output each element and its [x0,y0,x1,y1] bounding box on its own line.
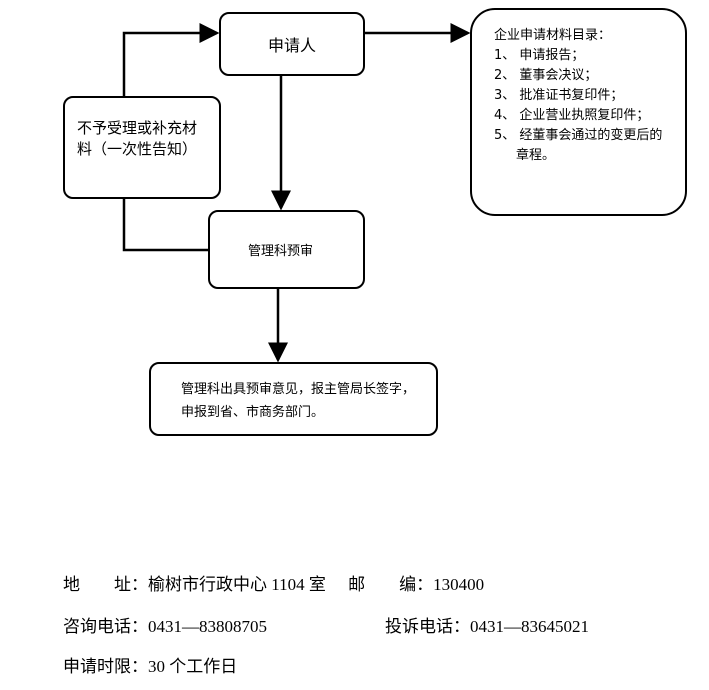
consult-value: 0431—83808705 [148,617,267,636]
materials-title: 企业申请材料目录： [494,28,612,43]
address-row: 地 址：榆树市行政中心 1104 室 邮 编：130400 [63,570,484,595]
materials-item: 1、 申请报告； [494,48,585,63]
consult-row: 咨询电话：0431—83808705 [63,612,267,637]
materials-item: 4、 企业营业执照复印件； [494,108,650,123]
complaint-value: 0431—83645021 [470,617,589,636]
postcode-value: 130400 [433,575,485,594]
complaint-row: 投诉电话：0431—83645021 [385,612,589,637]
materials-item: 5、 经董事会通过的变更后的章程。 [494,128,663,163]
consult-label: 咨询电话： [63,617,148,636]
materials-item: 3、 批准证书复印件； [494,88,624,103]
applicant-label: 申请人 [267,36,316,55]
limit-value: 30 个工作日 [148,657,238,676]
pre-review-box: 管理科预审 [208,210,365,289]
pre-review-label: 管理科预审 [248,244,314,259]
complaint-label: 投诉电话： [385,617,470,636]
applicant-box: 申请人 [219,12,365,76]
reject-box: 不予受理或补充材料（一次性告知） [63,96,221,199]
limit-label: 申请时限： [63,657,148,676]
result-box: 管理科出具预审意见，报主管局长签字，申报到省、市商务部门。 [149,362,438,436]
materials-box: 企业申请材料目录： 1、 申请报告； 2、 董事会决议； 3、 批准证书复印件；… [470,8,687,216]
postcode-label: 邮 编： [348,575,434,594]
materials-item: 2、 董事会决议； [494,68,598,83]
limit-row: 申请时限：30 个工作日 [63,652,237,677]
address-label: 地 址： [63,575,148,594]
address-value: 榆树市行政中心 1104 室 [148,575,326,594]
result-label: 管理科出具预审意见，报主管局长签字，申报到省、市商务部门。 [181,382,416,420]
reject-label: 不予受理或补充材料（一次性告知） [77,119,198,158]
